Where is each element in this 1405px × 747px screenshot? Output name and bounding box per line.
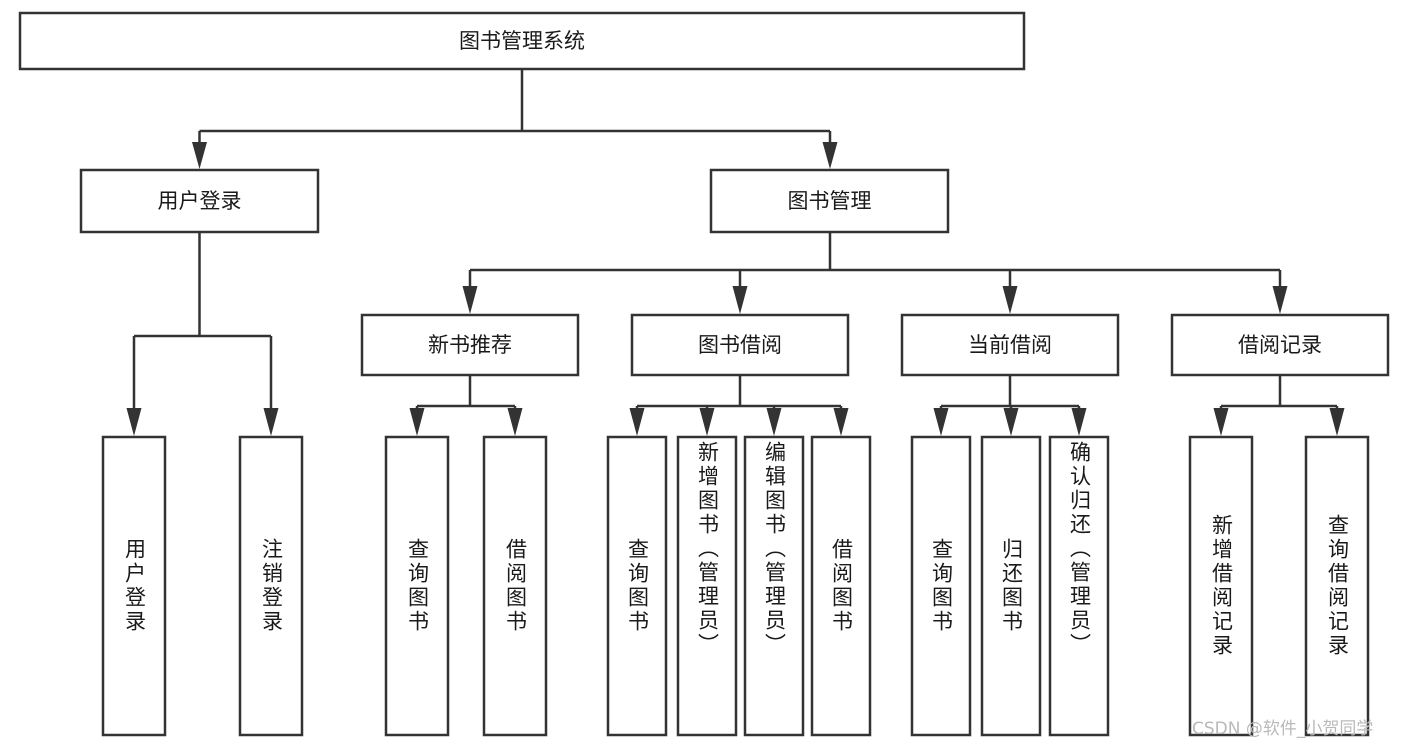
arrowhead-to-leaf-add-record <box>1213 408 1229 436</box>
node-book-borrow-label: 图书借阅 <box>698 333 782 357</box>
node-root-system-box[interactable] <box>18 11 1026 71</box>
arrowhead-to-user-login <box>192 142 207 169</box>
arrowhead-to-leaf-return-book <box>1003 408 1019 436</box>
leaf-box-logout[interactable] <box>238 435 304 737</box>
leaf-box-return-book[interactable] <box>980 435 1042 737</box>
connector-group-currentborrow-to-leaves <box>933 375 1087 436</box>
arrowhead-to-leaf-add-book <box>699 408 715 436</box>
node-current-borrow[interactable]: 当前借阅 <box>900 313 1120 377</box>
node-current-borrow-box[interactable] <box>900 313 1120 377</box>
arrowhead-to-leaf-user-login <box>126 408 142 436</box>
connector-group-newbookrec-to-leaves <box>409 375 523 436</box>
node-new-book-recommend-box[interactable] <box>360 313 580 377</box>
leaf-box-query-book-rec[interactable] <box>384 435 450 737</box>
node-current-borrow-label: 当前借阅 <box>968 333 1052 357</box>
node-borrow-record[interactable]: 借阅记录 <box>1170 313 1390 377</box>
node-user-login[interactable]: 用户登录 <box>79 168 320 234</box>
leaf-box-confirm-return-admin[interactable] <box>1048 435 1110 737</box>
arrowhead-to-leaf-logout <box>263 408 279 436</box>
connector-group-borrowrecord-to-leaves <box>1213 375 1345 436</box>
leaf-box-add-book-admin[interactable] <box>676 435 738 737</box>
node-new-book-recommend-label: 新书推荐 <box>428 333 512 357</box>
connector-group-root-to-level2 <box>192 69 838 169</box>
arrowhead-to-leaf-borrow-book-2 <box>833 408 849 436</box>
arrowhead-to-book-borrow <box>732 286 748 314</box>
leaf-box-edit-book-admin[interactable] <box>743 435 805 737</box>
arrowhead-to-leaf-query-book-2 <box>629 408 645 436</box>
node-borrow-record-label: 借阅记录 <box>1238 333 1322 357</box>
leaf-box-query-book-borrow[interactable] <box>606 435 668 737</box>
node-new-book-recommend[interactable]: 新书推荐 <box>360 313 580 377</box>
node-book-management[interactable]: 图书管理 <box>709 168 950 234</box>
arrowhead-to-current-borrow <box>1002 286 1018 314</box>
arrowhead-to-leaf-confirm-return <box>1071 408 1087 436</box>
arrowhead-to-leaf-query-book-1 <box>409 408 425 436</box>
leaf-box-borrow-book-rec[interactable] <box>482 435 548 737</box>
arrowhead-to-book-manage <box>822 142 838 169</box>
connector-group-bookmanage-to-level3 <box>462 232 1288 314</box>
node-book-management-label: 图书管理 <box>788 189 872 213</box>
node-user-login-box[interactable] <box>79 168 320 234</box>
arrowhead-to-new-book-rec <box>462 286 478 314</box>
leaf-box-borrow-book[interactable] <box>810 435 872 737</box>
leaf-box-query-book-current[interactable] <box>910 435 972 737</box>
leaf-box-user-login[interactable] <box>101 435 167 737</box>
node-user-login-label: 用户登录 <box>158 189 242 213</box>
arrowhead-to-leaf-query-book-3 <box>933 408 949 436</box>
leaf-box-add-borrow-record[interactable] <box>1188 435 1254 737</box>
arrowhead-to-leaf-query-record <box>1329 408 1345 436</box>
leaf-box-query-borrow-record[interactable] <box>1304 435 1370 737</box>
node-borrow-record-box[interactable] <box>1170 313 1390 377</box>
node-book-borrow-box[interactable] <box>630 313 850 377</box>
arrowhead-to-leaf-edit-book <box>766 408 782 436</box>
node-root-system-label: 图书管理系统 <box>459 29 585 53</box>
arrowhead-to-leaf-borrow-book-1 <box>507 408 523 436</box>
connector-group-bookborrow-to-leaves <box>629 375 849 436</box>
connector-group-userlogin-to-leaves <box>126 232 279 436</box>
arrowhead-to-borrow-record <box>1272 286 1288 314</box>
node-root-system[interactable]: 图书管理系统 <box>18 11 1026 71</box>
node-book-borrow[interactable]: 图书借阅 <box>630 313 850 377</box>
node-book-management-box[interactable] <box>709 168 950 234</box>
